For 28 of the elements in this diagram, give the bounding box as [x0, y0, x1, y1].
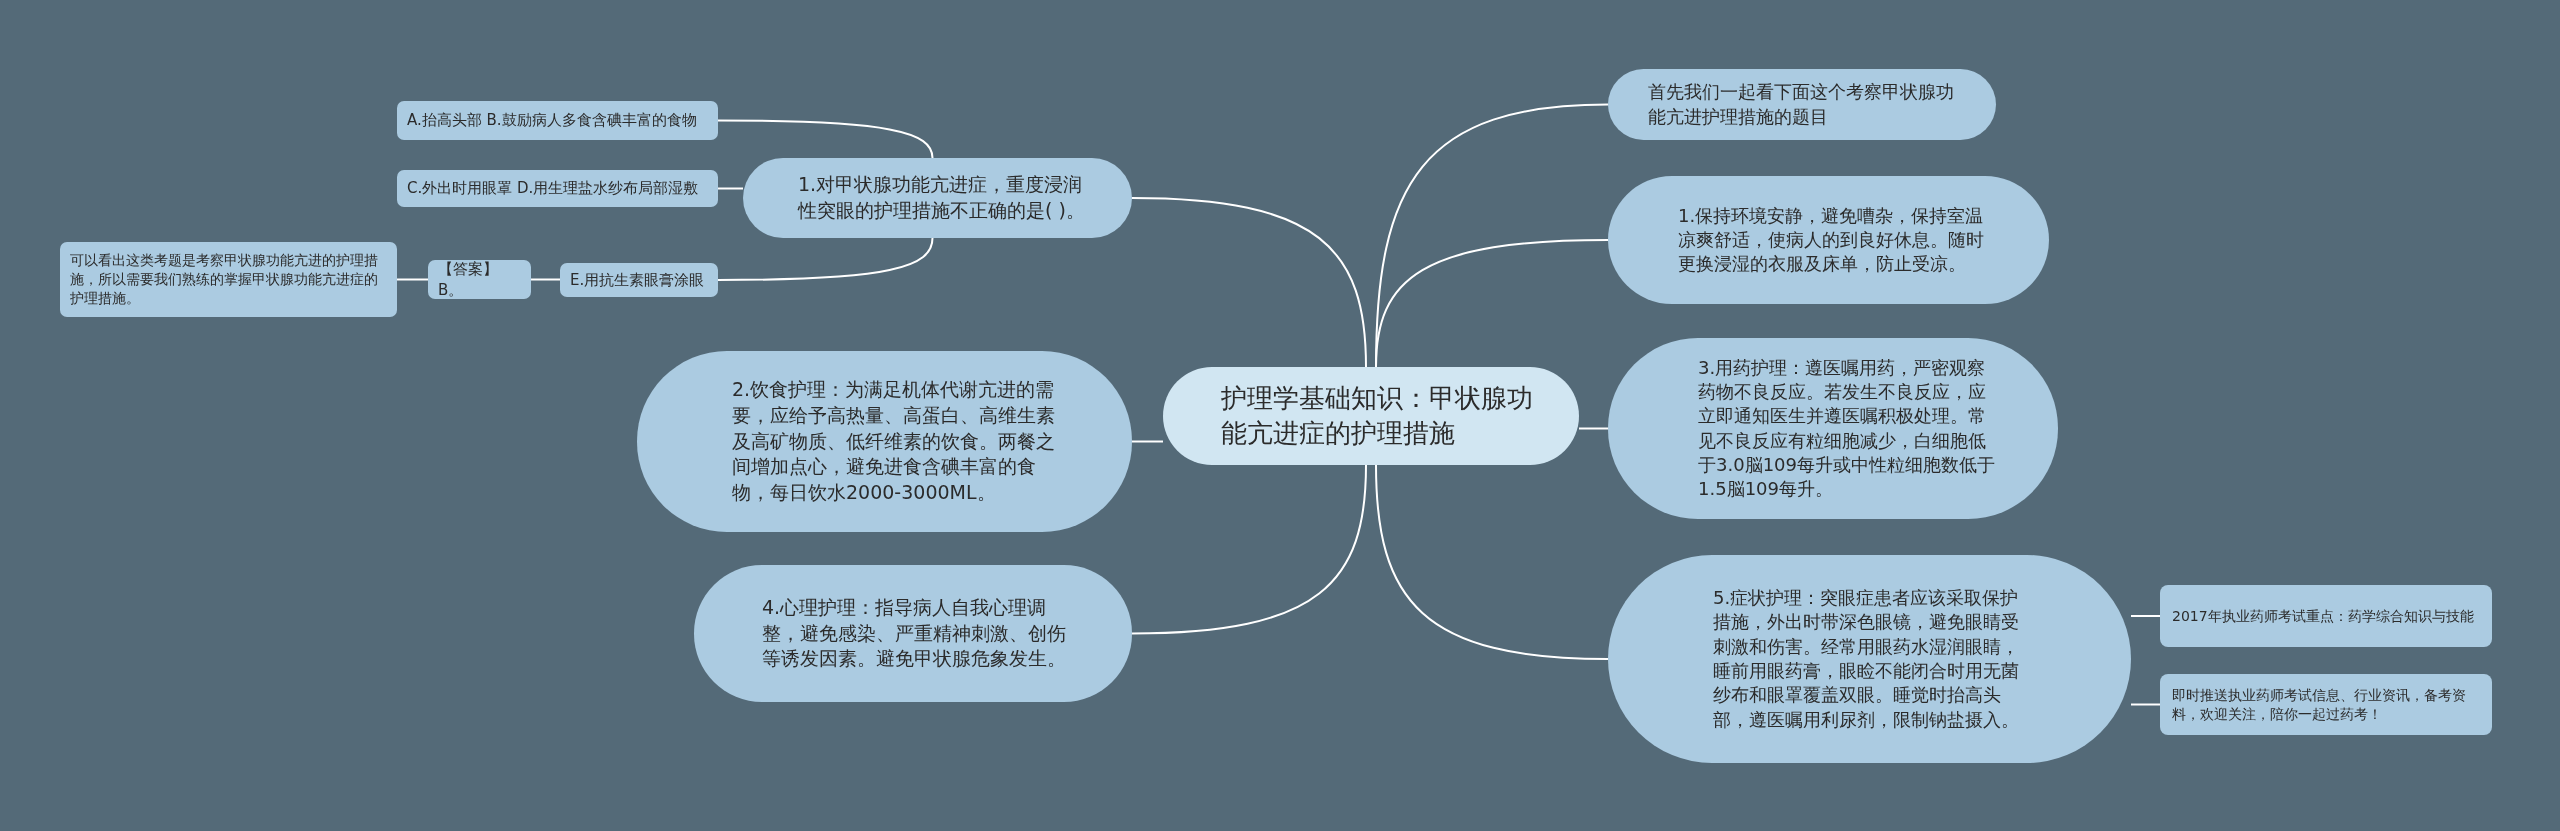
- connector: [717, 119, 934, 159]
- connector: [717, 187, 744, 190]
- topic-pill: 1.保持环境安静，避免嘈杂，保持室温凉爽舒适，使病人的到良好休息。随时更换浸湿的衣服及床单，防止受凉。: [1608, 176, 2049, 304]
- subtopic-card: 【答案】B。: [428, 260, 531, 299]
- connector: [1578, 427, 1609, 430]
- subtopic-card: 2017年执业药师考试重点：药学综合知识与技能: [2160, 585, 2492, 647]
- topic-pill: 3.用药护理：遵医嘱用药，严密观察药物不良反应。若发生不良反应，应立即通知医生并遵医嘱积极处理。常见不良反应有粒细胞减少，白细胞低于3.0脳109每升或中性粒细胞数低于1.5脳109每升。: [1608, 338, 2058, 519]
- subtopic-card: 即时推送执业药师考试信息、行业资讯，备考资料，欢迎关注，陪你一起过药考！: [2160, 674, 2492, 735]
- connector: [1375, 464, 1609, 660]
- topic-pill: 2.饮食护理：为满足机体代谢亢进的需要，应给予高热量、高蛋白、高维生素及高矿物质、低纤维素的饮食。两餐之间增加点心，避免进食含碘丰富的食物，每日饮水2000-3000ML。: [637, 351, 1132, 532]
- topic-pill: 5.症状护理：突眼症患者应该采取保护措施，外出时带深色眼镜，避免眼睛受刺激和伤害。经常用眼药水湿润眼睛，睡前用眼药膏，眼睑不能闭合时用无菌纱布和眼罩覆盖双眼。睡觉时抬高头部，遵医嘱用利尿剂，限制钠盐摄入。: [1608, 555, 2131, 763]
- subtopic-card: C.外出时用眼罩 D.用生理盐水纱布局部湿敷: [397, 170, 718, 207]
- connector: [1131, 440, 1164, 443]
- connector: [396, 278, 429, 281]
- central-topic-pill: 护理学基础知识：甲状腺功能亢进症的护理措施: [1163, 367, 1579, 465]
- subtopic-card: 可以看出这类考题是考察甲状腺功能亢进的护理措施，所以需要我们熟练的掌握甲状腺功能亢进症的护理措施。: [60, 242, 397, 317]
- connector: [1131, 464, 1367, 635]
- subtopic-card: A.抬高头部 B.鼓励病人多食含碘丰富的食物: [397, 101, 718, 140]
- topic-pill: 1.对甲状腺功能亢进症，重度浸润性突眼的护理措施不正确的是( )。: [743, 158, 1132, 238]
- connector: [2130, 703, 2161, 706]
- subtopic-card: E.用抗生素眼膏涂眼: [560, 263, 718, 297]
- connector: [530, 278, 561, 281]
- connector: [717, 237, 934, 281]
- connector: [1131, 197, 1367, 368]
- topic-pill: 首先我们一起看下面这个考察甲状腺功能亢进护理措施的题目: [1608, 69, 1996, 140]
- topic-pill: 4.心理护理：指导病人自我心理调整，避免感染、严重精神刺激、创伤等诱发因素。避免甲状腺危象发生。: [694, 565, 1132, 702]
- connector: [2130, 615, 2161, 617]
- connector: [1375, 239, 1609, 368]
